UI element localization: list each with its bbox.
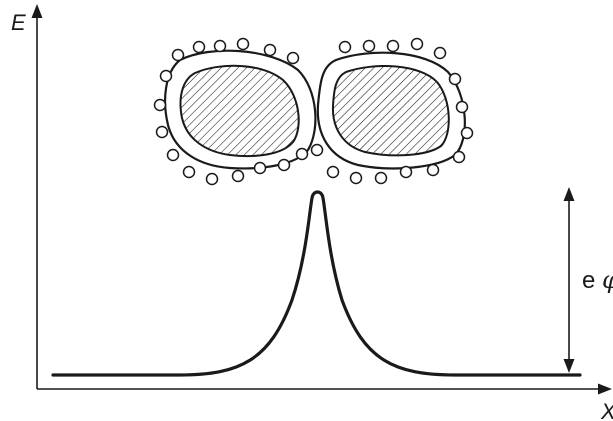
adsorbate-circle [399, 165, 413, 179]
adsorbate-circle [338, 40, 352, 54]
adsorbate-circle [253, 161, 267, 175]
energy-barrier-curve [51, 190, 582, 377]
y-axis-arrowhead [31, 4, 43, 18]
adsorbate-circle [426, 163, 440, 177]
adsorbate-circle [452, 150, 466, 164]
adsorbate-circle [263, 43, 277, 57]
adsorbate-circle [386, 39, 400, 53]
adsorbate-circle [295, 147, 309, 161]
adsorbate-circle [410, 37, 424, 51]
x-axis-arrowhead [598, 383, 612, 395]
barrier-height-arrow [563, 187, 575, 373]
adsorbate-circle [236, 37, 250, 51]
adsorbate-circle [362, 39, 376, 53]
adsorbate-circle [155, 125, 169, 139]
adsorbate-circle [448, 72, 462, 86]
adsorbate-circle [326, 165, 340, 179]
adsorbate-circle [349, 171, 363, 185]
adsorbate-circle [166, 148, 180, 162]
left-grain-core [179, 64, 300, 158]
adsorbate-circle [182, 165, 196, 179]
axes: E X [11, 4, 613, 421]
adsorbate-circle [213, 39, 227, 53]
adsorbate-circle [455, 100, 469, 114]
adsorbate-circle [171, 48, 185, 62]
y-axis-label: E [11, 10, 26, 35]
adsorbate-circle [310, 143, 324, 157]
right-grain-core [331, 65, 450, 157]
barrier-label-phi: φ [602, 266, 613, 294]
adsorbate-circle [277, 158, 291, 172]
adsorbate-circle [460, 126, 474, 140]
barrier-height-label: e φ s [582, 266, 613, 297]
adsorbate-circle [374, 171, 388, 185]
barrier-label-e: e [582, 267, 595, 294]
adsorbate-circle [231, 169, 245, 183]
right-grain [316, 51, 466, 170]
adsorbate-circle [286, 51, 300, 65]
adsorbate-circle [159, 69, 173, 83]
adsorbate-circle [205, 172, 219, 186]
adsorbate-circle [192, 40, 206, 54]
adsorbate-circle [153, 98, 167, 112]
left-grain-adsorbates [153, 37, 309, 186]
left-grain [164, 49, 317, 170]
right-grain-adsorbates [310, 37, 474, 185]
barrier-arrow-bottom-head [563, 359, 575, 373]
adsorbate-circle [433, 46, 447, 60]
x-axis-label: X [600, 399, 613, 421]
barrier-arrow-top-head [563, 187, 575, 201]
